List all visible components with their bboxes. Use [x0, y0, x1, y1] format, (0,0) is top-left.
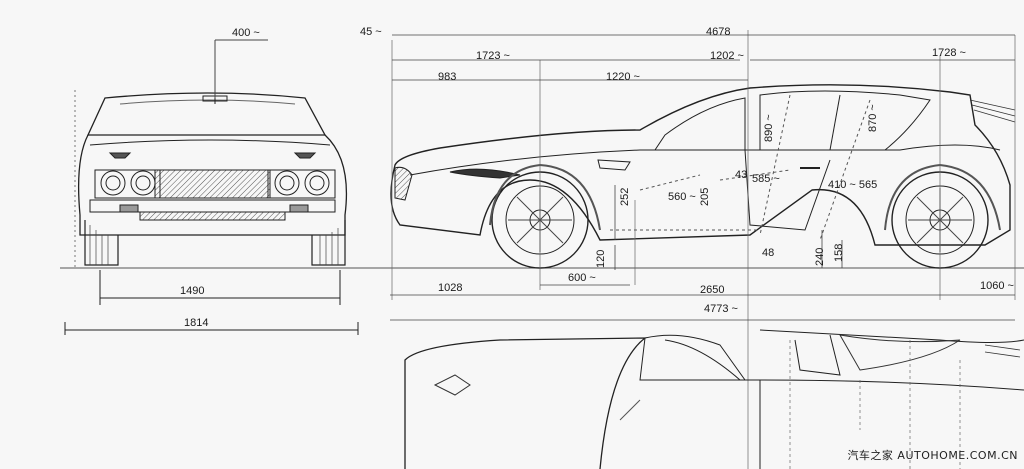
- dim-120: 120: [595, 249, 607, 268]
- dim-158: 158: [833, 243, 845, 262]
- dim-43: 43: [735, 169, 748, 181]
- dim-1028: 1028: [438, 282, 463, 294]
- front-view: [64, 39, 359, 335]
- dim-45: 45 ~: [360, 26, 382, 38]
- dim-600: 600 ~: [568, 272, 596, 284]
- dim-4678: 4678: [706, 26, 731, 38]
- dim-front-400: 400 ~: [232, 27, 260, 39]
- watermark: 汽车之家 AUTOHOME.COM.CN: [847, 449, 1018, 462]
- dim-205: 205: [699, 187, 711, 206]
- dim-1728: 1728 ~: [932, 47, 966, 59]
- top-view: [404, 329, 1024, 469]
- dim-890: 890 ~: [763, 114, 775, 142]
- dim-48: 48: [762, 247, 775, 259]
- dim-4773: 4773 ~: [704, 303, 738, 315]
- dim-983: 983: [438, 71, 457, 83]
- dim-1220: 1220 ~: [606, 71, 640, 83]
- dim-585: 585 ~: [752, 173, 780, 185]
- dim-1723: 1723 ~: [476, 50, 510, 62]
- dim-240: 240: [814, 247, 826, 266]
- dim-front-1490: 1490: [180, 285, 205, 297]
- dim-870: 870 ~: [867, 104, 879, 132]
- dim-1060: 1060 ~: [980, 280, 1014, 292]
- dim-560: 560 ~: [668, 191, 696, 203]
- dim-410-565: 410 ~ 565: [828, 179, 878, 191]
- side-view: [390, 30, 1016, 469]
- dim-1202: 1202 ~: [710, 50, 744, 62]
- dim-252: 252: [619, 187, 631, 206]
- dim-2650: 2650: [700, 284, 725, 296]
- dim-front-1814: 1814: [184, 317, 209, 329]
